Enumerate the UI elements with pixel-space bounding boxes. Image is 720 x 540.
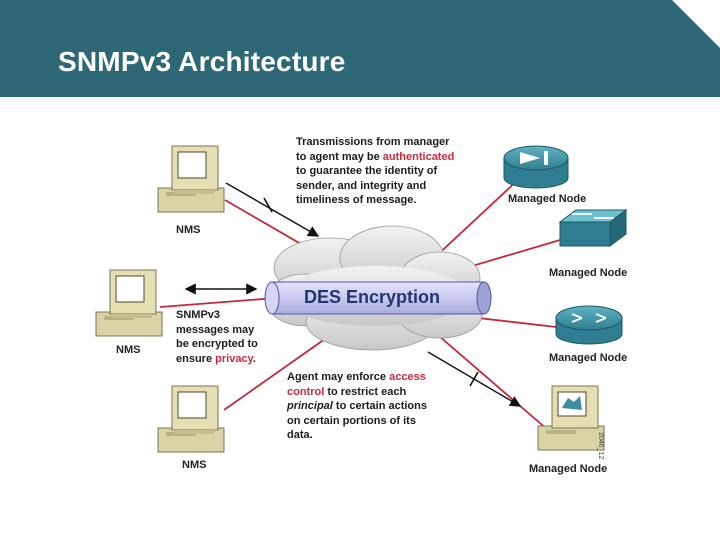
nms-label-middle: NMS (116, 344, 141, 356)
authenticated-highlight: authenticated (382, 150, 455, 163)
slide-header: SNMPv3 Architecture (0, 0, 720, 97)
managed-node-3-icon (555, 305, 623, 345)
access-control-note: Agent may enforce access control to rest… (287, 371, 427, 442)
des-encryption-pipe (264, 281, 492, 315)
link-node-1 (431, 177, 521, 261)
nms-workstation-top (157, 145, 225, 213)
arrow-access-control (427, 351, 522, 407)
figure-code: 2046_12 (597, 432, 604, 460)
managed-node-label-3: Managed Node (549, 352, 628, 364)
managed-node-1-icon (503, 145, 569, 189)
link-nms-middle (159, 297, 277, 308)
nms-workstation-bottom (157, 385, 225, 453)
des-encryption-label: DES Encryption (304, 287, 441, 307)
managed-node-4-icon (537, 385, 605, 451)
nms-label-bottom: NMS (182, 459, 207, 471)
managed-node-label-2: Managed Node (549, 267, 628, 279)
access-highlight: access (389, 371, 426, 383)
control-highlight: control (287, 385, 325, 398)
managed-node-label-1: Managed Node (508, 193, 587, 205)
slide-title: SNMPv3 Architecture (58, 46, 346, 77)
authentication-note: Transmissions from manager to agent may … (296, 136, 455, 207)
nms-workstation-middle (95, 269, 163, 337)
arrow-authenticated (225, 182, 320, 237)
managed-node-2-icon (558, 209, 628, 247)
privacy-highlight: privacy (215, 352, 253, 365)
managed-node-label-4: Managed Node (529, 463, 608, 475)
link-nms-bottom (223, 333, 333, 411)
principal-emphasis: principal (287, 400, 333, 413)
nms-label-top: NMS (176, 224, 201, 236)
link-node-4 (431, 329, 549, 431)
header-corner-notch (672, 0, 720, 48)
privacy-note: SNMPv3 messages may be encrypted to ensu… (176, 309, 258, 365)
